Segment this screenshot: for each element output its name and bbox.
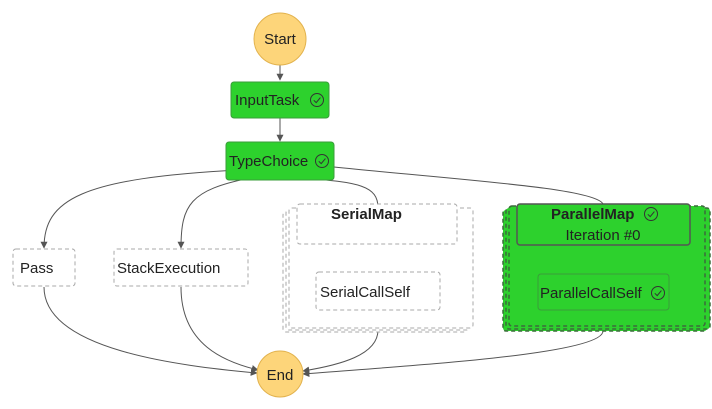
serial-map-node[interactable]: SerialMap SerialCallSelf <box>282 203 474 333</box>
edge-serialmap-end <box>302 329 379 374</box>
end-node[interactable]: End <box>256 350 304 398</box>
edge-typechoice-parallelmap <box>333 166 604 205</box>
start-node[interactable]: Start <box>253 12 307 66</box>
parallel-map-label: ParallelMap <box>551 206 634 223</box>
serial-call-self-label: SerialCallSelf <box>320 284 411 301</box>
stack-execution-label: StackExecution <box>117 260 220 277</box>
parallel-map-iteration: Iteration #0 <box>565 227 640 244</box>
input-task-node[interactable]: InputTask <box>230 81 330 119</box>
end-label: End <box>267 367 294 384</box>
serial-call-self-node[interactable]: SerialCallSelf <box>315 271 441 311</box>
input-task-label: InputTask <box>235 92 300 109</box>
type-choice-label: TypeChoice <box>229 153 308 170</box>
type-choice-node[interactable]: TypeChoice <box>225 141 335 181</box>
edge-pass-end <box>43 286 258 376</box>
parallel-map-node[interactable]: ParallelMap Iteration #0 ParallelCallSel… <box>502 203 711 332</box>
pass-label: Pass <box>20 260 53 277</box>
check-circle-icon <box>315 154 329 168</box>
pass-node[interactable]: Pass <box>12 248 76 287</box>
parallel-call-self-node[interactable]: ParallelCallSelf <box>537 273 670 311</box>
edge-typechoice-stackexecution <box>177 177 251 249</box>
start-label: Start <box>264 31 297 48</box>
edge-typechoice-pass <box>40 169 241 249</box>
serial-map-label: SerialMap <box>331 206 402 223</box>
edges <box>40 65 607 377</box>
edge-stackexecution-end <box>180 286 259 372</box>
edge-parallelmap-end <box>302 330 604 377</box>
stack-execution-node[interactable]: StackExecution <box>113 248 249 287</box>
check-circle-icon <box>644 207 658 221</box>
check-circle-icon <box>651 286 665 300</box>
parallel-call-self-label: ParallelCallSelf <box>540 285 643 302</box>
check-circle-icon <box>310 93 324 107</box>
